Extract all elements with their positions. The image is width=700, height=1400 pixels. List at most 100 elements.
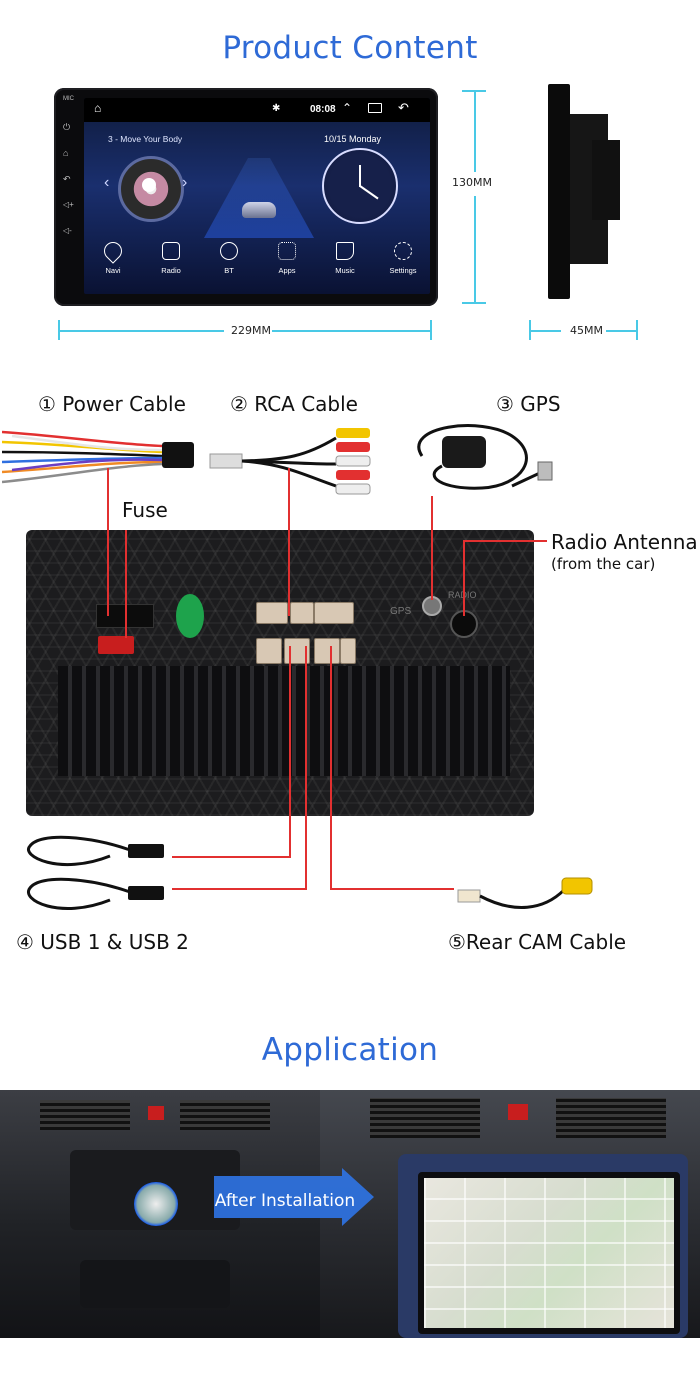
climate-controls [80, 1260, 230, 1308]
navigation-map-screen [418, 1172, 680, 1334]
bluetooth-icon: ✱ [272, 103, 281, 114]
play-icon [142, 178, 156, 192]
head-unit-screen: ⌂ ✱ 08:08 ⌃ ↶ 3 - Move Your Body 10/15 M… [84, 98, 430, 294]
gps-leader-line [431, 496, 433, 600]
width-dimension: 229MM [231, 324, 271, 337]
power-cable-image [2, 430, 194, 484]
app-radio: Radio [142, 242, 200, 275]
height-top-tick [462, 90, 486, 92]
hazard-button-after [508, 1104, 528, 1120]
app-music-label: Music [335, 266, 355, 275]
depth-line-left [531, 330, 561, 332]
rca-cable-label: ② RCA Cable [230, 392, 358, 416]
rca-cable-image [209, 428, 371, 495]
app-apps: Apps [258, 242, 316, 275]
chevron-up-icon: ⌃ [342, 101, 353, 115]
cam-leader-vertical [330, 646, 332, 890]
app-bt: BT [200, 242, 258, 275]
radio-antenna-note: (from the car) [551, 555, 656, 573]
cam-leader-horizontal [330, 888, 454, 890]
rca-connector-2 [290, 602, 314, 624]
product-content-title: Product Content [222, 30, 478, 66]
radio-port-label: RADIO [448, 590, 477, 600]
air-vent-right-after [556, 1098, 666, 1138]
gps-label: ③ GPS [496, 392, 561, 416]
depth-right-tick [636, 320, 638, 340]
app-music: Music [316, 242, 374, 275]
gps-antenna-image [417, 424, 553, 490]
window-icon [368, 103, 382, 113]
head-unit-side-buttons: MIC ⏻ ⌂ ↶ ◁+ ◁- [54, 88, 82, 306]
prev-arrow-icon: ‹ [104, 174, 110, 191]
depth-left-tick [529, 320, 531, 340]
height-dimension: 130MM [452, 176, 492, 189]
depth-dimension: 45MM [570, 324, 603, 337]
power-icon: ⏻ [63, 122, 71, 132]
status-time: 08:08 [310, 104, 336, 115]
date-display: 10/15 Monday [324, 134, 382, 144]
volume-up-icon: ◁+ [63, 200, 74, 209]
volume-down-icon: ◁- [63, 226, 72, 235]
side-view-chassis [592, 140, 620, 220]
head-unit-front-image: MIC ⏻ ⌂ ↶ ◁+ ◁- ⌂ ✱ 08:08 ⌃ ↶ 3 - Move Y… [54, 88, 438, 306]
fuse-label: Fuse [122, 498, 168, 522]
fuse-leader-line [125, 530, 127, 638]
app-navi: Navi [84, 238, 142, 275]
after-installation-label: After Installation [214, 1191, 356, 1211]
music-note-icon [336, 242, 354, 260]
car-graphic [242, 202, 276, 218]
rca-connector-1 [256, 602, 288, 624]
height-bottom-tick [462, 302, 486, 304]
usb-connector-1 [256, 638, 282, 664]
height-line-bottom [474, 196, 476, 302]
height-line-top [474, 92, 476, 172]
volume-knob [134, 1182, 178, 1226]
app-bt-label: BT [224, 266, 234, 275]
clock-minute-hand [359, 185, 379, 200]
width-right-tick [430, 320, 432, 340]
head-unit-side-image [548, 84, 570, 299]
app-radio-label: Radio [161, 266, 181, 275]
rear-cam-label: ⑤Rear CAM Cable [448, 930, 627, 954]
usb-cables-image [26, 835, 164, 910]
clock-hour-hand [359, 165, 361, 187]
usb-label: ④ USB 1 & USB 2 [16, 930, 189, 954]
rca-leader-line [288, 468, 290, 616]
home-outline-icon: ⌂ [94, 101, 102, 115]
depth-line-right [606, 330, 636, 332]
app-settings-label: Settings [389, 266, 417, 275]
power-leader-line [107, 468, 109, 616]
width-line-right [272, 330, 430, 332]
analog-clock [322, 148, 398, 224]
rear-cam-cable-image [457, 877, 593, 909]
air-vent-left-after [370, 1098, 480, 1138]
application-title: Application [261, 1032, 439, 1068]
width-line-left [60, 330, 224, 332]
grid-icon [278, 242, 296, 260]
width-left-tick [58, 320, 60, 340]
location-pin-icon [100, 238, 126, 264]
app-navi-label: Navi [105, 266, 121, 275]
return-icon: ↶ [398, 100, 409, 115]
air-vent-right [180, 1100, 270, 1130]
gear-icon [394, 242, 412, 260]
heatsink-fins [58, 666, 510, 776]
dashboard-after-photo [320, 1090, 700, 1338]
mic-label: MIC [63, 96, 74, 102]
fuse-holder [98, 636, 134, 654]
status-bar: ⌂ ✱ 08:08 ⌃ ↶ [84, 98, 430, 122]
camera-connector [314, 638, 340, 664]
gps-port-label: GPS [390, 606, 412, 617]
antenna-leader-vertical [463, 540, 465, 616]
aux-connector [340, 638, 356, 664]
album-art [118, 156, 184, 222]
usb2-leader-vertical [305, 646, 307, 890]
home-icon: ⌂ [63, 148, 69, 158]
back-icon: ↶ [63, 174, 71, 184]
app-apps-label: Apps [278, 266, 296, 275]
app-settings: Settings [374, 242, 430, 275]
now-playing-title: 3 - Move Your Body [108, 134, 183, 144]
green-sticker [176, 594, 204, 638]
radio-antenna-label: Radio Antenna [551, 530, 698, 554]
usb1-leader-horizontal [172, 856, 291, 858]
